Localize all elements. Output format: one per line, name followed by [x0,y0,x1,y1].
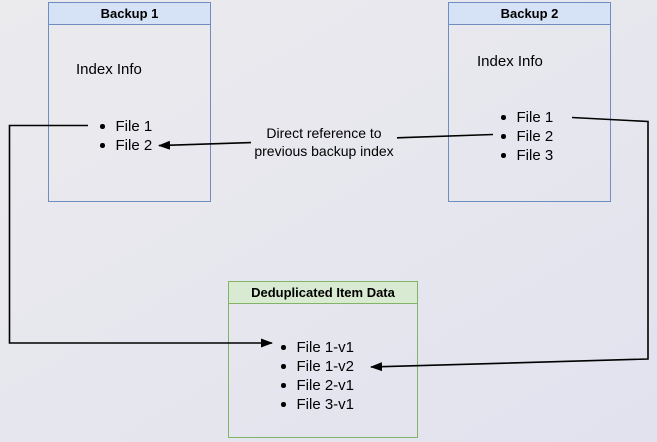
bullet-icon [501,134,506,139]
list-item: File 2 [501,127,553,146]
list-item: File 1-v2 [281,357,354,376]
file-label: File 2-v1 [296,377,355,394]
dedup-file-list: File 1-v1 File 1-v2 File 2-v1 File 3-v1 [281,338,354,414]
bullet-icon [100,124,105,129]
edge-label: Direct reference to previous backup inde… [239,124,409,160]
file-label: File 1-v2 [296,358,355,375]
list-item: File 2 [100,136,152,155]
edge-label-line2: previous backup index [254,143,394,159]
file-label: File 2 [516,128,554,145]
file-label: File 3-v1 [296,396,355,413]
list-item: File 3 [501,146,553,165]
backup1-title: Backup 1 [49,3,210,25]
backup2-subtitle: Index Info [477,53,543,70]
file-label: File 1 [115,118,153,135]
backup1-subtitle: Index Info [76,61,142,78]
backup1-node: Backup 1 Index Info File 1 File 2 [48,2,211,202]
list-item: File 2-v1 [281,376,354,395]
dedup-node: Deduplicated Item Data File 1-v1 File 1-… [228,281,418,438]
list-item: File 1 [501,108,553,127]
backup1-file-list: File 1 File 2 [100,117,152,155]
backup2-file-list: File 1 File 2 File 3 [501,108,553,165]
bullet-icon [501,153,506,158]
edge-label-line1: Direct reference to [266,125,382,141]
file-label: File 1 [516,109,554,126]
list-item: File 3-v1 [281,395,354,414]
backup2-node: Backup 2 Index Info File 1 File 2 File 3 [448,2,611,202]
list-item: File 1-v1 [281,338,354,357]
file-label: File 1-v1 [296,339,355,356]
list-item: File 1 [100,117,152,136]
bullet-icon [281,345,286,350]
bullet-icon [281,364,286,369]
backup2-title: Backup 2 [449,3,610,25]
bullet-icon [281,402,286,407]
dedup-title: Deduplicated Item Data [229,282,417,304]
bullet-icon [501,115,506,120]
file-label: File 2 [115,137,153,154]
file-label: File 3 [516,147,554,164]
bullet-icon [100,143,105,148]
bullet-icon [281,383,286,388]
